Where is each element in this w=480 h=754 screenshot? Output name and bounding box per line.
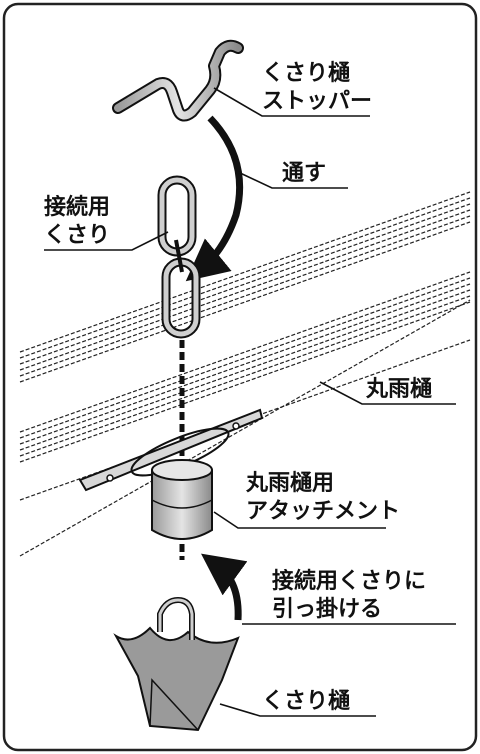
connection-chain [157, 175, 201, 339]
label-gutter: 丸雨樋 [365, 376, 432, 402]
roof-gutter-lines [19, 191, 471, 557]
hook-arrow [201, 553, 248, 621]
chain-gutter-stopper [112, 39, 244, 122]
label-stopper-line1: くさり樋 [262, 60, 350, 86]
label-link-line2: くさり [44, 223, 110, 248]
label-attachment-line2: アタッチメント [246, 499, 400, 524]
label-stopper-line2: ストッパー [262, 89, 372, 114]
round-gutter-attachment [78, 408, 264, 540]
label-chain-gutter: くさり樋 [262, 688, 350, 714]
label-link-line1: 接続用 [44, 194, 110, 220]
pass-through-arrow [185, 115, 244, 282]
label-pass-through: 通す [282, 161, 326, 186]
leader-lines [44, 87, 456, 717]
label-hook-line2: 引っ掛ける [272, 597, 382, 622]
chain-gutter-cup [113, 596, 240, 732]
label-attachment-line1: 丸雨樋用 [245, 470, 334, 496]
label-hook-line1: 接続用くさりに [272, 568, 426, 594]
